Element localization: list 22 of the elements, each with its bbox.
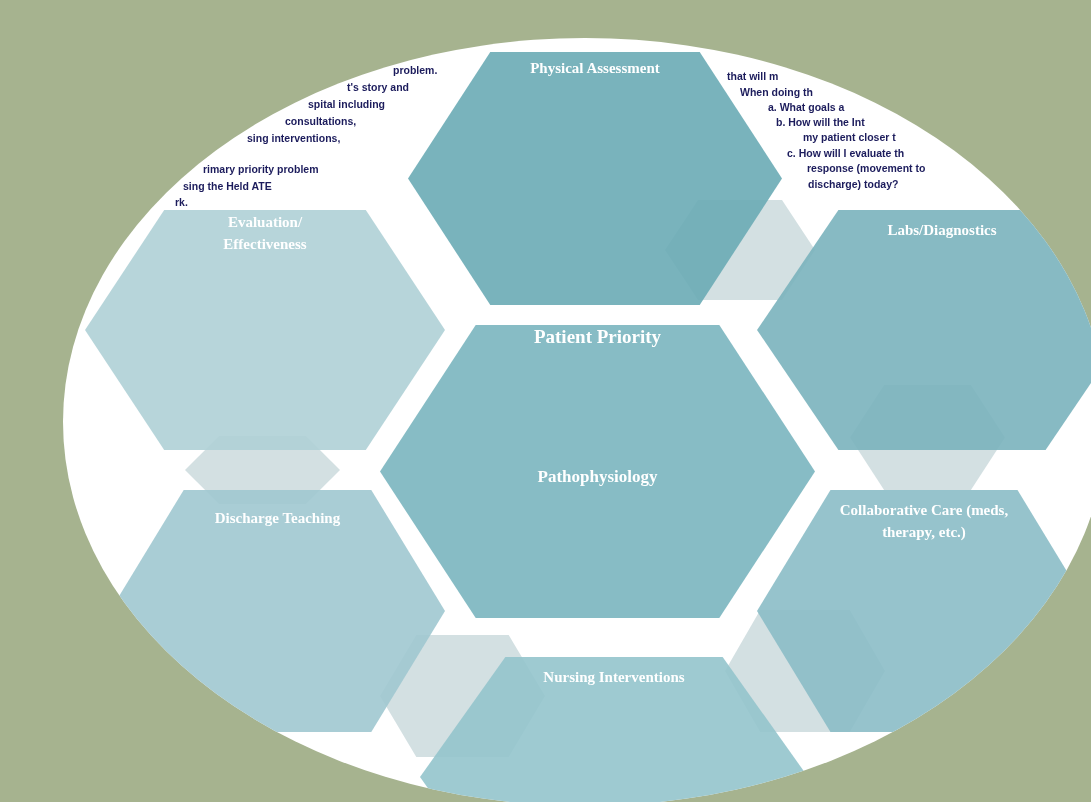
- note-text: discharge) today?: [808, 178, 899, 190]
- note-text: that will m: [727, 70, 779, 82]
- hexagon-title: Discharge Teaching: [213, 509, 342, 528]
- note-text: When doing th: [740, 86, 813, 98]
- note-text: response (movement to: [807, 162, 926, 174]
- note-text: t's story and: [347, 81, 409, 93]
- hexagon-title: Collaborative Care (meds, therapy, etc.): [838, 501, 1010, 542]
- note-text: my patient closer t: [803, 131, 896, 143]
- hexagon-title: Evaluation/ Effectiveness: [222, 213, 308, 254]
- hexagon-title: Labs/Diagnostics: [886, 221, 998, 240]
- hexagon-text: Pathophysiology: [536, 466, 659, 488]
- note-text: sing the Held ATE: [183, 180, 272, 192]
- note-text: rimary priority problem: [203, 163, 319, 175]
- note-text: sing interventions,: [247, 132, 341, 144]
- note-text: problem.: [393, 64, 438, 76]
- note-text: consultations,: [285, 115, 357, 127]
- note-text: b. How will the Int: [776, 116, 865, 128]
- hexagon-title: Nursing Interventions: [542, 668, 686, 687]
- note-text: spital including: [308, 98, 385, 110]
- hexagon-title: Physical Assessment: [529, 59, 661, 78]
- note-text: a. What goals a: [768, 101, 845, 113]
- hexagon-title: Patient Priority: [532, 325, 663, 349]
